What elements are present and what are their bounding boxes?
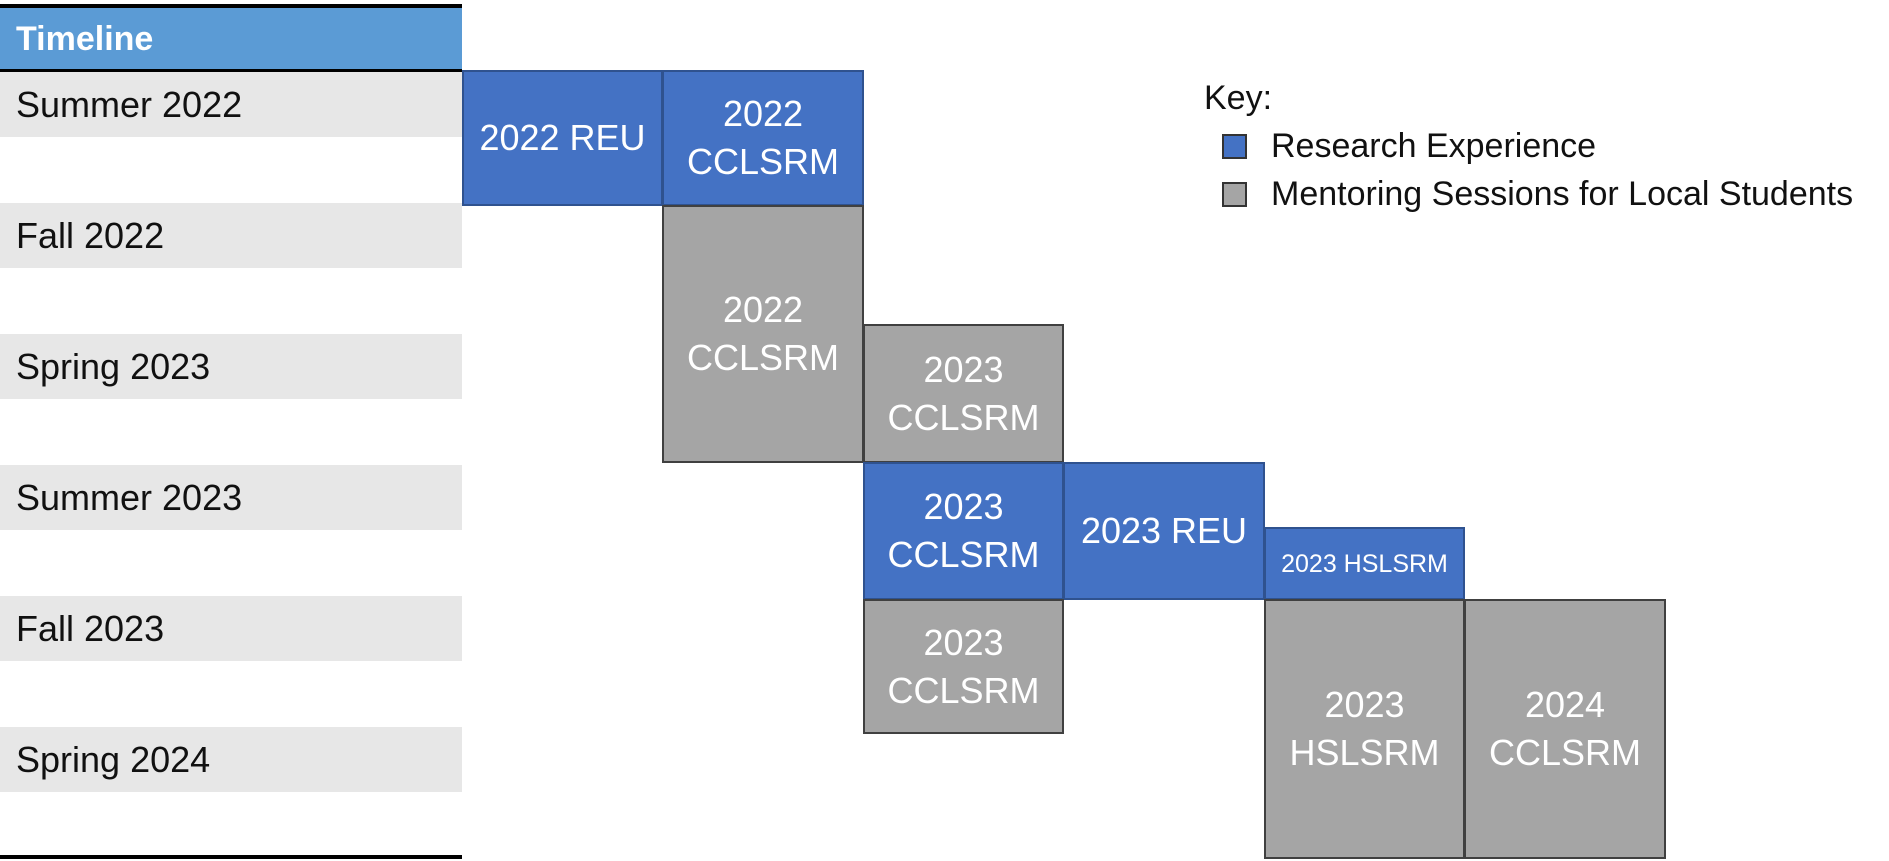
block-2022-cclsrm-mentoring: 2022 CCLSRM bbox=[662, 205, 864, 463]
mentoring-swatch-icon bbox=[1222, 181, 1247, 207]
key-title: Key: bbox=[1204, 79, 1273, 117]
block-2022-reu: 2022 REU bbox=[462, 70, 663, 206]
block-2023-cclsrm-mentoring-fall: 2023 CCLSRM bbox=[863, 599, 1064, 734]
timeline-row-spring-2024: Spring 2024 bbox=[0, 727, 462, 792]
timeline-header: Timeline bbox=[0, 8, 462, 70]
block-2023-reu: 2023 REU bbox=[1063, 462, 1265, 600]
timeline-bottom-border bbox=[0, 855, 462, 859]
block-2022-cclsrm-research: 2022 CCLSRM bbox=[662, 70, 864, 206]
block-2023-hslsrm-research: 2023 HSLSRM bbox=[1264, 527, 1465, 600]
timeline-row-summer-2022: Summer 2022 bbox=[0, 72, 462, 137]
key-item-mentoring-label: Mentoring Sessions for Local Students bbox=[1271, 175, 1854, 213]
key-item-research-label: Research Experience bbox=[1271, 127, 1597, 165]
timeline-top-border bbox=[0, 4, 462, 8]
timeline-row-fall-2022: Fall 2022 bbox=[0, 203, 462, 268]
key-item-mentoring: Mentoring Sessions for Local Students bbox=[1222, 174, 1853, 214]
timeline-header-border bbox=[0, 69, 462, 72]
timeline-row-summer-2023: Summer 2023 bbox=[0, 465, 462, 530]
block-2023-hslsrm-mentoring: 2023 HSLSRM bbox=[1264, 599, 1465, 859]
research-swatch-icon bbox=[1222, 133, 1247, 159]
key-item-research: Research Experience bbox=[1222, 126, 1596, 166]
timeline-row-fall-2023: Fall 2023 bbox=[0, 596, 462, 661]
timeline-row-spring-2023: Spring 2023 bbox=[0, 334, 462, 399]
block-2023-cclsrm-research: 2023 CCLSRM bbox=[863, 462, 1064, 600]
block-2023-cclsrm-mentoring-spring: 2023 CCLSRM bbox=[863, 324, 1064, 463]
block-2024-cclsrm-mentoring: 2024 CCLSRM bbox=[1464, 599, 1666, 859]
